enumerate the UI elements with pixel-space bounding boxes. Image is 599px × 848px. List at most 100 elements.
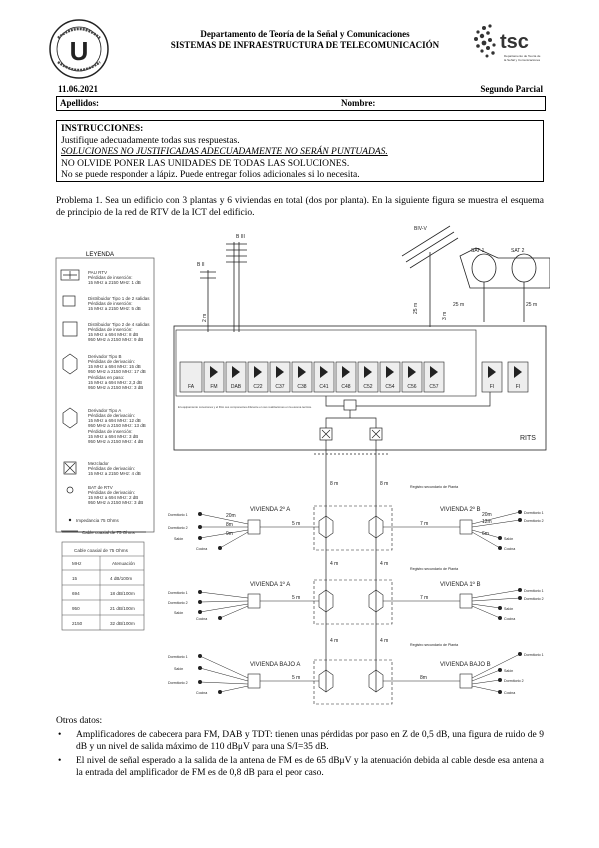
svg-text:4 m: 4 m [330, 638, 338, 644]
svg-text:Dormitorio 1: Dormitorio 1 [524, 511, 544, 515]
svg-text:B III: B III [236, 234, 245, 240]
svg-text:FM: FM [210, 384, 217, 390]
svg-text:5 m: 5 m [292, 521, 300, 527]
svg-text:DAB: DAB [231, 384, 242, 390]
svg-text:20m: 20m [226, 513, 236, 519]
svg-text:Atenuación: Atenuación [112, 561, 135, 566]
svg-text:15 MHz a 2150 MHz: 5 dB: 15 MHz a 2150 MHz: 5 dB [88, 306, 141, 311]
svg-text:7 m: 7 m [420, 521, 428, 527]
svg-text:Pérdidas de inserción:: Pérdidas de inserción: [88, 429, 133, 434]
svg-text:950 MHz a 2150 MHz: 13 dB: 950 MHz a 2150 MHz: 13 dB [88, 423, 146, 428]
svg-text:8m: 8m [226, 522, 233, 528]
svg-text:Cocina: Cocina [196, 547, 207, 551]
otros-bullet-2: El nivel de señal esperado a la salida d… [56, 756, 544, 779]
svg-text:Dormitorio 2: Dormitorio 2 [168, 601, 188, 605]
svg-text:15: 15 [72, 576, 78, 581]
svg-text:15 MHz a 694 MHz: 8 dB: 15 MHz a 694 MHz: 8 dB [88, 332, 138, 337]
svg-text:Dormitorio 1: Dormitorio 1 [168, 655, 188, 659]
svg-text:VIVIENDA BAJO B: VIVIENDA BAJO B [440, 662, 491, 668]
rits-box [173, 325, 547, 451]
svg-text:Dormitorio 1: Dormitorio 1 [168, 513, 188, 517]
svg-text:Salón: Salón [504, 607, 513, 611]
legend-title: LEYENDA [86, 252, 114, 258]
svg-text:Distribuidor Tipo 2 de 4 salid: Distribuidor Tipo 2 de 4 salidas [88, 322, 150, 327]
svg-text:Mezclador: Mezclador [88, 461, 109, 466]
svg-text:Cocina: Cocina [196, 691, 207, 695]
svg-text:2 m: 2 m [202, 314, 208, 322]
svg-text:la Señal y Comunicaciones: la Señal y Comunicaciones [504, 58, 541, 62]
svg-text:3 m: 3 m [442, 312, 448, 320]
svg-text:21 dB/100m: 21 dB/100m [110, 606, 135, 611]
floor-0 [247, 659, 473, 705]
svg-text:VIVIENDA 2º A: VIVIENDA 2º A [250, 506, 290, 513]
svg-text:Pérdidas de inserción:: Pérdidas de inserción: [88, 275, 133, 280]
svg-text:Cable coaxial de 75 Ohms: Cable coaxial de 75 Ohms [74, 548, 129, 553]
splitter-4-icon [62, 321, 78, 337]
svg-text:Pérdidas de inserción:: Pérdidas de inserción: [88, 301, 133, 306]
svg-text:7 m: 7 m [420, 595, 428, 601]
svg-text:20m: 20m [482, 512, 492, 518]
otros-bullet-1: Amplificadores de cabecera para FM, DAB … [56, 730, 544, 753]
svg-text:C41: C41 [319, 384, 328, 390]
tsc-logo: tsc Departamento de Teoría de la Señal y… [470, 20, 550, 70]
svg-text:SAT 1: SAT 1 [471, 248, 485, 254]
svg-text:950 MHz a 2150 MHz: 3 dB: 950 MHz a 2150 MHz: 3 dB [88, 385, 143, 390]
rits-label: RITS [520, 435, 536, 442]
instructions-line-1: Justifique adecuadamente todas sus respu… [61, 135, 240, 146]
svg-text:Cocina: Cocina [504, 547, 515, 551]
name-row: Apellidos: Nombre: [56, 96, 546, 111]
svg-text:6m: 6m [482, 531, 489, 537]
svg-text:C22: C22 [253, 384, 262, 390]
svg-text:Dormitorio 2: Dormitorio 2 [504, 679, 524, 683]
svg-text:Cocina: Cocina [196, 617, 207, 621]
svg-text:Pérdidas de derivación:: Pérdidas de derivación: [88, 413, 135, 418]
svg-text:Departamento de Teoría de: Departamento de Teoría de [504, 54, 541, 58]
svg-text:15 MHz a 694 MHz: 12 dB: 15 MHz a 694 MHz: 12 dB [88, 418, 141, 423]
svg-text:Registro secundario de Planta: Registro secundario de Planta [410, 567, 458, 571]
svg-text:BAT de RTV: BAT de RTV [88, 485, 113, 490]
svg-text:MHz: MHz [72, 561, 82, 566]
svg-text:8 m: 8 m [330, 481, 338, 487]
svg-text:8m: 8m [420, 675, 427, 681]
exam-date: 11.06.2021 [58, 84, 99, 94]
svg-text:5 m: 5 m [292, 675, 300, 681]
mixer-icon [63, 461, 77, 475]
header-title: Departamento de Teoría de la Señal y Com… [170, 29, 440, 50]
floor-2 [247, 505, 473, 551]
svg-text:FI: FI [490, 384, 494, 390]
svg-text:15 MHz a 694 MHz: 2,3 dB: 15 MHz a 694 MHz: 2,3 dB [88, 380, 142, 385]
svg-text:Derivador Tipo A: Derivador Tipo A [88, 408, 121, 413]
svg-text:Pérdidas de derivación:: Pérdidas de derivación: [88, 490, 135, 495]
tap-a-icon [62, 407, 78, 429]
splitter-2-icon [62, 295, 76, 307]
svg-text:tsc: tsc [500, 31, 529, 53]
svg-text:2150: 2150 [72, 621, 83, 626]
otros-title: Otros datos: [56, 716, 103, 726]
rtv-network-diagram: LEYENDA PAU RTV Pérdidas de inserción: 1… [55, 225, 550, 705]
svg-text:4 m: 4 m [330, 561, 338, 567]
bat-icon [66, 486, 74, 494]
svg-text:Dormitorio 2: Dormitorio 2 [168, 526, 188, 530]
svg-text:Pérdidas en paso:: Pérdidas en paso: [88, 375, 124, 380]
svg-text:VIVIENDA 2º B: VIVIENDA 2º B [440, 506, 481, 513]
cable-table: Cable coaxial de 75 Ohms MHz Atenuación … [61, 541, 145, 631]
svg-text:Salón: Salón [174, 611, 183, 615]
svg-text:Pérdidas de derivación:: Pérdidas de derivación: [88, 466, 135, 471]
svg-text:950 MHz a 2150 MHz: 9 dB: 950 MHz a 2150 MHz: 9 dB [88, 337, 143, 342]
svg-text:VIVIENDA BAJO A: VIVIENDA BAJO A [250, 662, 300, 668]
svg-text:8 m: 8 m [380, 481, 388, 487]
svg-text:Impedancia 75 Ohms: Impedancia 75 Ohms [76, 518, 120, 523]
surname-label: Apellidos: [60, 98, 100, 108]
svg-text:Dormitorio 2: Dormitorio 2 [524, 519, 544, 523]
university-logo: U [48, 18, 110, 80]
svg-text:25 m: 25 m [413, 303, 419, 314]
svg-text:Derivador Tipo B: Derivador Tipo B [88, 354, 122, 359]
svg-text:Registro secundario de Planta: Registro secundario de Planta [410, 643, 458, 647]
svg-text:25 m: 25 m [453, 302, 464, 308]
svg-text:4 m: 4 m [380, 561, 388, 567]
svg-text:VIVIENDA 1º A: VIVIENDA 1º A [250, 581, 290, 588]
svg-text:FI: FI [516, 384, 520, 390]
svg-text:950 MHz a 2150 MHz: 3 dB: 950 MHz a 2150 MHz: 3 dB [88, 500, 143, 505]
svg-text:C52: C52 [363, 384, 372, 390]
svg-text:15 MHz a 694 MHz: 2 dB: 15 MHz a 694 MHz: 2 dB [88, 495, 138, 500]
